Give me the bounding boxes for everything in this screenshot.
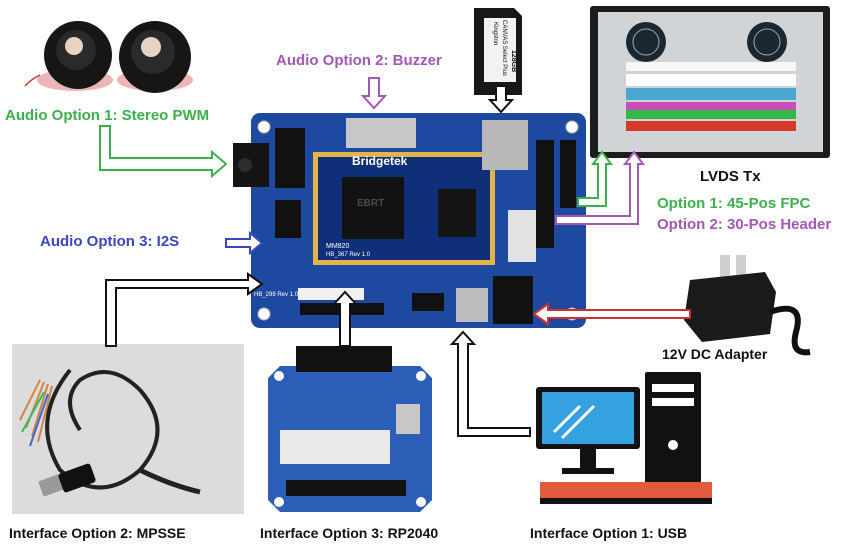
module-name: MM820 (326, 243, 349, 250)
label-lvds-option-1: Option 1: 45-Pos FPC (657, 195, 811, 212)
board-rev: HB_299 Rev 1.0 (254, 292, 299, 298)
arrow-stereo-pwm (99, 125, 228, 179)
arrow-lvds-fpc (577, 150, 613, 207)
dc-adapter (684, 255, 811, 356)
label-interface-option-2: Interface Option 2: MPSSE (9, 525, 186, 541)
label-audio-option-3: Audio Option 3: I2S (40, 233, 180, 250)
arrow-dc-adapter (532, 302, 691, 326)
board-brand: Bridgetek (352, 154, 408, 168)
stereo-speakers (24, 21, 193, 93)
module-rev: HB_367 Rev 1.0 (326, 252, 371, 258)
sd-size: 128GB (510, 50, 517, 72)
label-lvds-option-2: Option 2: 30-Pos Header (657, 216, 832, 233)
arrow-lvds-header (555, 150, 645, 225)
label-lvds-title: LVDS Tx (700, 168, 761, 185)
arrow-usb (449, 330, 531, 437)
arrow-rp2040 (331, 290, 359, 347)
computer-icon (536, 372, 712, 504)
arrow-mpsse (105, 272, 264, 347)
label-dc-adapter: 12V DC Adapter (662, 346, 768, 362)
label-interface-option-3: Interface Option 3: RP2040 (260, 525, 439, 541)
label-interface-option-1: Interface Option 1: USB (530, 525, 688, 541)
arrow-i2s (225, 230, 264, 256)
sd-card: Kingston CANVAS Select Plus 128GB (474, 8, 522, 95)
lvds-display (590, 6, 830, 158)
arrow-buzzer (360, 77, 388, 110)
mpsse-cable (12, 344, 244, 514)
arrows (99, 77, 691, 437)
label-audio-option-2: Audio Option 2: Buzzer (276, 52, 442, 69)
main-board: Bridgetek EBRT MM820 HB_367 Rev 1.0 HB_2… (233, 113, 586, 328)
sd-line: CANVAS Select Plus (501, 20, 507, 76)
arrow-sd-card (487, 85, 515, 114)
rp2040-board (268, 346, 432, 512)
sd-brand: Kingston (492, 22, 498, 45)
label-audio-option-1: Audio Option 1: Stereo PWM (5, 107, 210, 124)
chip-label: EBRT (357, 198, 384, 209)
